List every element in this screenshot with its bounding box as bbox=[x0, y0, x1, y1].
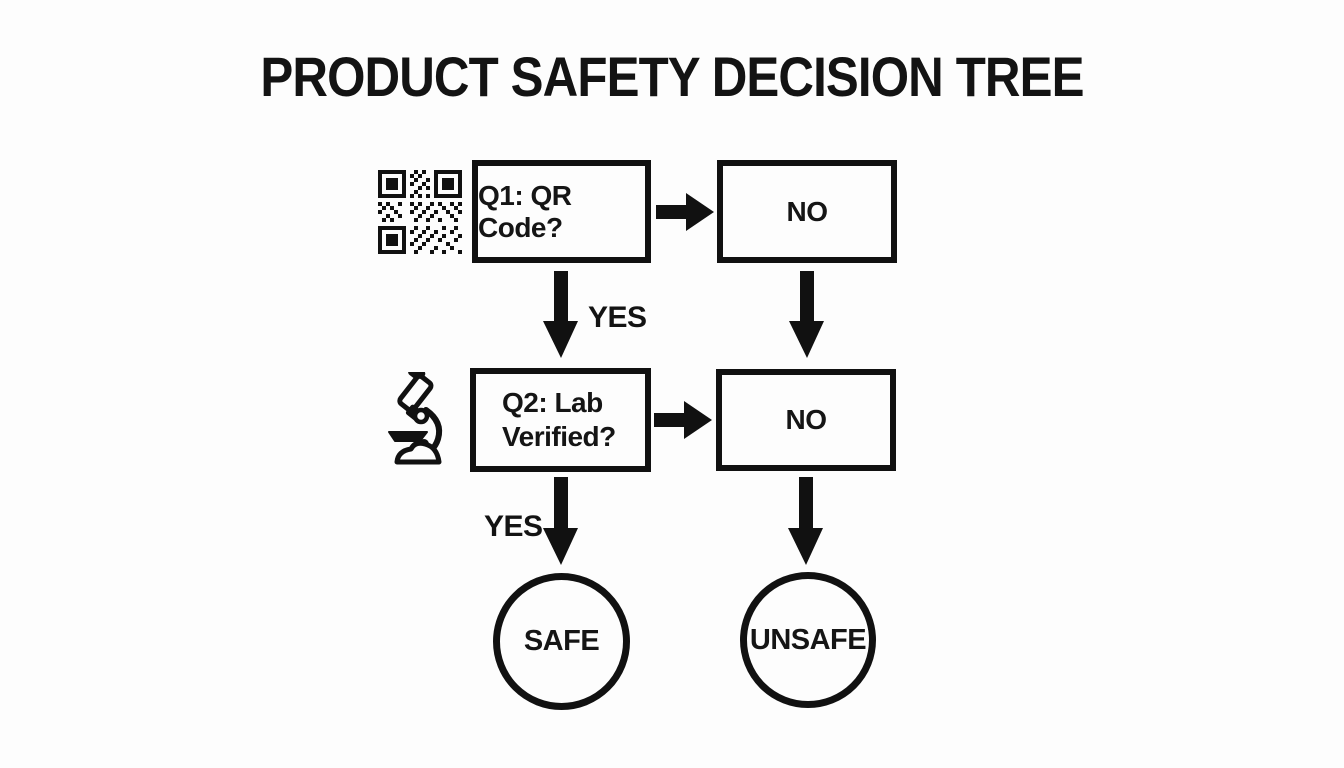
node-q1-qr-code: Q1: QR Code? bbox=[472, 160, 651, 263]
node-no1-label: NO bbox=[786, 195, 829, 227]
edge-label-yes-1: YES bbox=[588, 301, 647, 334]
qr-code-icon bbox=[377, 170, 463, 254]
node-q2-lab-verified: Q2: Lab Verified? bbox=[470, 368, 651, 472]
edge-q1-to-no-arrow-right-icon bbox=[656, 191, 714, 233]
node-no2-label: NO bbox=[785, 404, 828, 435]
node-no-branch-1: NO bbox=[717, 160, 897, 263]
edge-no1-arrow-down-icon bbox=[788, 271, 826, 358]
edge-q1-yes-arrow-down-icon bbox=[542, 271, 580, 358]
node-unsafe-terminal: UNSAFE bbox=[740, 572, 876, 708]
edge-q2-yes-arrow-down-icon bbox=[542, 477, 580, 565]
node-unsafe-label: UNSAFE bbox=[749, 623, 867, 656]
edge-q2-to-no-arrow-right-icon bbox=[654, 399, 712, 441]
node-safe-label: SAFE bbox=[523, 625, 600, 657]
microscope-icon bbox=[387, 364, 449, 466]
node-q2-label: Q2: Lab Verified? bbox=[502, 386, 616, 452]
node-safe-terminal: SAFE bbox=[493, 573, 630, 710]
edge-no2-arrow-down-icon bbox=[787, 477, 825, 565]
node-q1-label: Q1: QR Code? bbox=[478, 179, 572, 243]
edge-label-yes-2: YES bbox=[484, 510, 543, 543]
page-title: PRODUCT SAFETY DECISION TREE bbox=[260, 45, 1084, 108]
node-no-branch-2: NO bbox=[716, 369, 896, 471]
